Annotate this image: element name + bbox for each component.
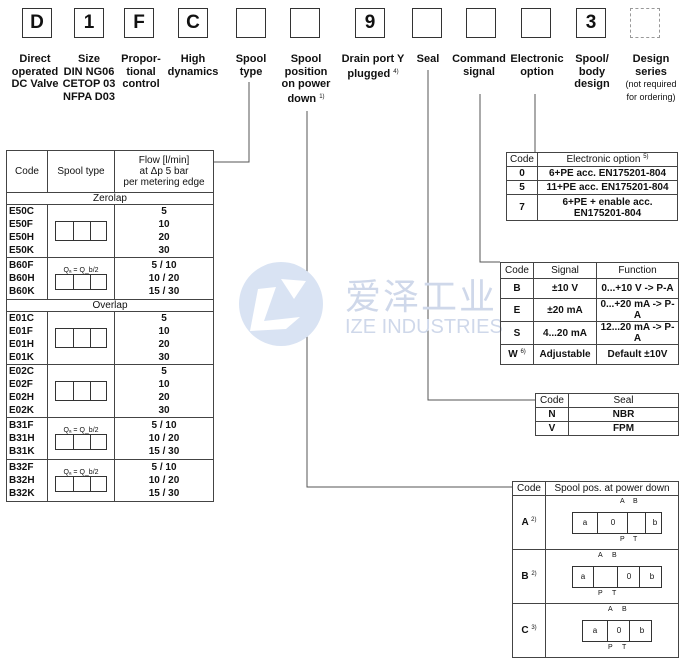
code-box-10 [521,8,551,38]
spool-symbol [55,434,107,450]
code-box-1: D [22,8,52,38]
spool-box: a 0 b [582,620,652,642]
code-box-9 [466,8,496,38]
overlap-heading: Overlap [6,299,214,312]
ize-logo [239,262,323,346]
col-spool-type: Spool type [47,150,115,193]
code-box-3: F [124,8,154,38]
code-box-6 [290,8,320,38]
zerolap-heading: Zerolap [6,192,214,205]
label-seal: Seal [416,53,440,65]
code-box-4: C [178,8,208,38]
code-box-12 [630,8,660,38]
col-code: Code [6,150,48,193]
watermark-en: IZE INDUSTRIES [345,316,503,338]
code-box-5 [236,8,266,38]
spool-symbol [55,221,107,241]
spool-box: a 0 b [572,566,662,588]
code-box-8 [412,8,442,38]
spool-symbol [55,381,107,401]
code-box-2: 1 [74,8,104,38]
watermark-cn: 爱泽工业 [345,276,498,317]
code-box-7: 9 [355,8,385,38]
spool-box: a 0 b [572,512,662,534]
code-box-11: 3 [576,8,606,38]
spool-symbol [55,476,107,492]
spool-symbol [55,274,107,290]
spool-symbol [55,328,107,348]
